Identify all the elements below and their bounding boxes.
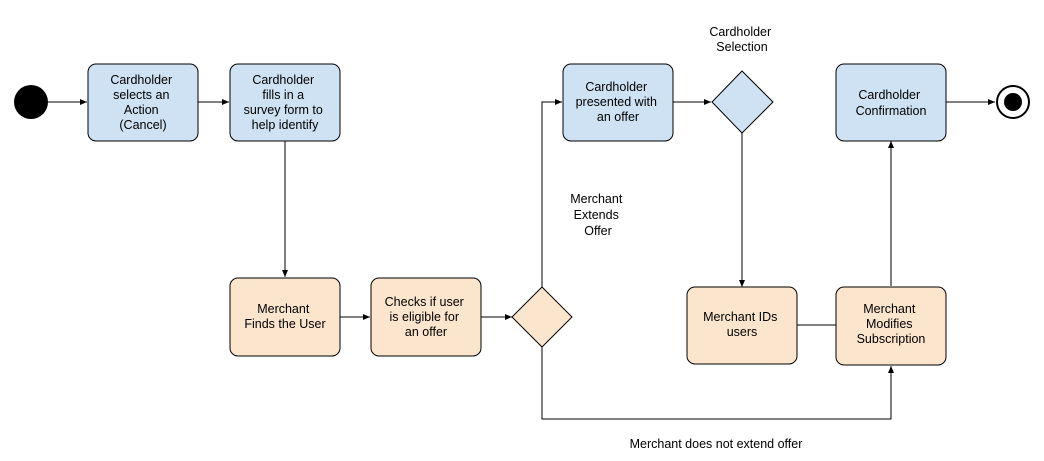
node-line: Modifies <box>866 317 913 331</box>
svg-text:Merchant Finds the User: Merchant Finds the User <box>244 302 325 331</box>
label-line: Cardholder <box>709 25 771 39</box>
node-line: Merchant <box>863 302 916 316</box>
cardholder-cancel-box: Cardholder selects an Action (Cancel) <box>87 63 199 142</box>
decision-offer-diamond <box>511 286 573 348</box>
node-line: is eligible for <box>390 310 459 324</box>
cardholder-offer-box: Cardholder presented with an offer <box>562 63 674 142</box>
node-line: users <box>727 325 758 339</box>
svg-text:Merchant IDs users: Merchant IDs users <box>703 310 781 339</box>
label-merchant-not-extend: Merchant does not extend offer <box>630 437 803 451</box>
start-node <box>14 85 48 119</box>
node-line: Merchant <box>257 302 310 316</box>
decision-selection-diamond <box>711 70 774 134</box>
label-line: Extends <box>574 208 619 222</box>
arrow-decision-not-extend <box>541 347 894 420</box>
svg-text:Cardholder fills in a: Cardholder fills in a survey form to hel… <box>244 73 327 132</box>
cardholder-survey-box: Cardholder fills in a survey form to hel… <box>229 63 341 142</box>
svg-text:Cardholder Confirmation: Cardholder Confirmation <box>856 88 927 118</box>
node-line: Checks if user <box>385 295 464 309</box>
node-line: selects an <box>113 88 169 102</box>
svg-text:Checks if user is eligib: Checks if user is eligible for an offer <box>385 295 468 339</box>
node-line: survey form to <box>244 103 323 117</box>
label-line: Offer <box>584 224 612 238</box>
node-line: help identify <box>252 118 319 132</box>
node-line: fills in a <box>262 88 304 102</box>
connectors <box>48 99 995 420</box>
svg-text:Cardholder presented wit: Cardholder presented with an offer <box>576 80 661 124</box>
merchant-ids-box: Merchant IDs users <box>686 286 798 365</box>
node-line: Cardholder <box>585 80 647 94</box>
node-line: Finds the User <box>244 317 325 331</box>
label-line: Merchant <box>570 192 623 206</box>
label-merchant-extends: Merchant Extends Offer <box>570 192 626 238</box>
node-line: Cardholder <box>110 73 172 87</box>
arrow-decision-to-offer <box>541 99 562 287</box>
node-line: an offer <box>597 110 639 124</box>
node-line: Action <box>124 103 159 117</box>
node-line: Subscription <box>857 332 926 346</box>
checks-eligible-box: Checks if user is eligible for an offer <box>370 277 482 357</box>
cardholder-confirmation-box: Cardholder Confirmation <box>835 63 947 142</box>
label-line: Merchant does not extend offer <box>630 437 803 451</box>
svg-text:Merchant Modifies: Merchant Modifies Subscription <box>857 302 926 346</box>
node-line: an offer <box>405 325 447 339</box>
node-line: Cardholder <box>858 88 920 102</box>
end-node <box>996 85 1030 119</box>
node-line: (Cancel) <box>119 118 166 132</box>
node-line: Merchant IDs <box>703 310 777 324</box>
node-line: Cardholder <box>252 73 314 87</box>
svg-text:Cardholder selects an: Cardholder selects an Action (Cancel) <box>110 73 175 132</box>
label-cardholder-selection: Cardholder Selection <box>709 25 774 54</box>
node-line: Confirmation <box>856 104 927 118</box>
node-line: presented with <box>576 95 657 109</box>
merchant-modifies-box: Merchant Modifies Subscription <box>835 286 947 366</box>
label-line: Selection <box>716 40 767 54</box>
merchant-finds-box: Merchant Finds the User <box>229 277 341 357</box>
